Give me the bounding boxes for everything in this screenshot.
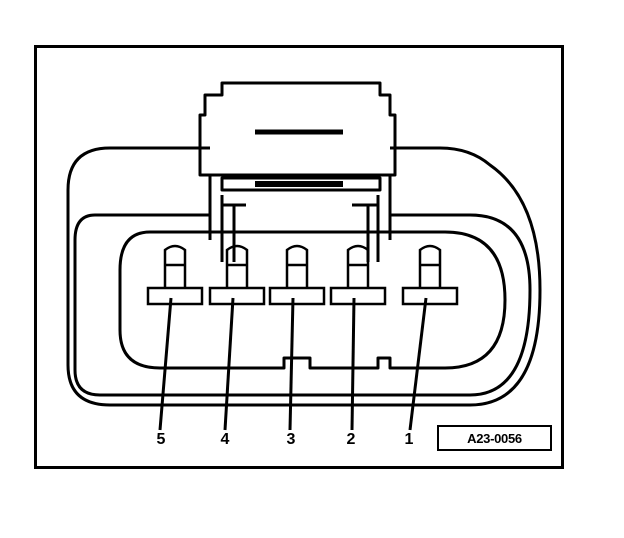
pin-number-5: 5 [156, 431, 166, 448]
pin-terminal-4-base [208, 286, 266, 306]
pin-terminal-2-base [329, 286, 387, 306]
latch-arm-right [352, 195, 380, 262]
connector-housing-inner [73, 213, 532, 397]
pin-terminal-1-leader [408, 297, 428, 431]
latch-grip [255, 181, 343, 187]
latch-stem [208, 175, 392, 240]
pin-terminal-1-base [401, 286, 459, 306]
pin-terminal-2 [329, 244, 387, 431]
pin-terminal-3-contact [285, 244, 309, 288]
pin-terminal-4 [208, 244, 266, 431]
pin-terminal-3-leader [288, 297, 295, 431]
pin-terminal-4-leader [223, 297, 235, 431]
pin-terminal-5 [146, 244, 204, 431]
pin-terminal-4-contact [225, 244, 249, 288]
pin-terminal-2-contact [346, 244, 370, 288]
connector-housing-outer [66, 146, 542, 407]
pin-number-4: 4 [220, 431, 230, 448]
pin-terminal-3 [268, 244, 326, 431]
pin-terminal-3-base [268, 286, 326, 306]
pin-terminal-1-contact [418, 244, 442, 288]
pin-terminal-5-base [146, 286, 204, 306]
pin-terminal-1 [401, 244, 459, 431]
pin-terminal-5-contact [163, 244, 187, 288]
pin-terminal-5-leader [158, 297, 173, 431]
pin-number-3: 3 [286, 431, 296, 448]
latch-arm-left [220, 195, 246, 262]
pin-number-2: 2 [346, 431, 356, 448]
reference-code: A23-0056 [437, 425, 552, 451]
latch-body [198, 81, 397, 177]
pin-cavity [118, 230, 507, 370]
pin-terminal-2-leader [350, 297, 356, 431]
pin-number-1: 1 [404, 431, 414, 448]
